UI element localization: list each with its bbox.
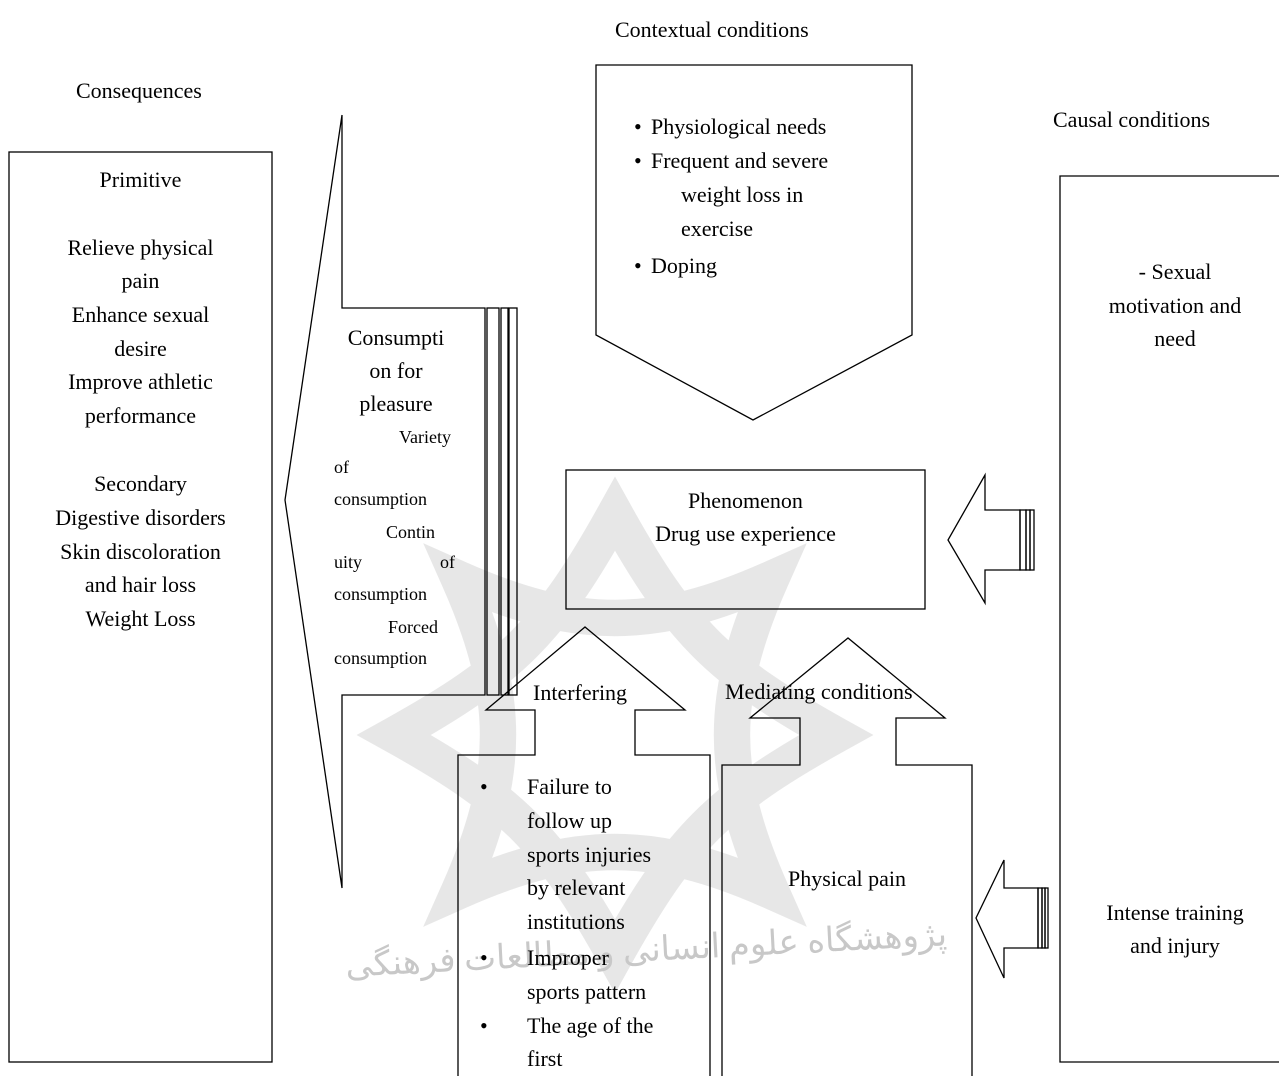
primitive-title: Primitive [99,167,182,192]
primitive-line-1: Relieve physical [67,235,214,260]
contextual-item-3: Doping [651,253,717,278]
bullet-icon: • [480,1013,488,1038]
phenomenon-title: Phenomenon [688,488,803,513]
variety-line-3: consumption [334,489,427,509]
primitive-line-6: performance [84,403,197,428]
bullet-icon: • [634,148,642,173]
mediating-body: Physical pain [788,866,906,891]
interfering-label: Interfering [533,680,628,705]
causal-arrow-upper-bar-3 [1029,509,1035,571]
interfering-item-2-line-2: sports pattern [527,979,647,1004]
causal-bottom-line-2: and injury [1130,933,1220,958]
bullet-icon: • [634,114,642,139]
interfering-item-1-line-3: sports injuries [527,842,652,867]
interfering-item-1-line-2: follow up [527,808,612,833]
primitive-line-5: Improve athletic [68,369,213,394]
contextual-box [595,64,913,421]
bullet-icon: • [480,774,488,799]
strategies-title-1: Consumpti [347,325,445,350]
strategies-arrow [284,114,486,889]
mediating-label: Mediating conditions [725,679,913,704]
causal-heading: Causal conditions [1053,107,1211,132]
bullet-icon: • [634,253,642,278]
strategies-bar-3 [508,307,518,696]
primitive-line-2: pain [121,268,160,293]
causal-arrow-lower [975,859,1039,979]
consequences-box [8,151,273,1063]
contextual-heading: Contextual conditions [615,17,809,42]
continuity-line-4: consumption [334,584,427,604]
forced-line-1: Forced [388,617,438,637]
interfering-item-3-line-2: first [527,1046,563,1071]
interfering-item-1-line-4: by relevant [527,875,626,900]
variety-line-1: Variety [399,427,451,447]
interfering-item-3-line-1: The age of the [527,1013,654,1038]
phenomenon-subtitle: Drug use experience [655,521,836,546]
mediating-arrow [721,637,973,1076]
secondary-title: Secondary [94,471,187,496]
secondary-line-2: Skin discoloration [60,539,221,564]
contextual-item-2-line-2: weight loss in [681,182,804,207]
strategies-title-3: pleasure [359,391,433,416]
causal-box [1059,175,1279,1063]
causal-top-line-2: motivation and [1108,293,1242,318]
secondary-line-4: Weight Loss [85,606,196,631]
primitive-line-4: desire [114,336,167,361]
secondary-line-1: Digestive disorders [55,505,226,530]
causal-top-line-1: - Sexual [1138,259,1212,284]
interfering-item-1-line-1: Failure to [527,774,612,799]
contextual-item-1: Physiological needs [651,114,827,139]
consequences-heading: Consequences [76,78,202,103]
causal-arrow-lower-bar-3 [1044,887,1049,949]
strategies-title-2: on for [369,358,423,383]
contextual-item-2-line-3: exercise [681,216,754,241]
interfering-arrow [457,626,711,1076]
variety-line-2: of [334,457,349,477]
causal-bottom-line-1: Intense training [1106,900,1244,925]
continuity-line-2: uity [334,552,363,572]
forced-line-2: consumption [334,648,427,668]
contextual-item-2: Frequent and severe [651,148,829,173]
bullet-icon: • [480,945,488,970]
strategies-bar-2 [500,307,509,696]
strategies-bar-1 [486,307,500,696]
secondary-line-3: and hair loss [84,572,197,597]
interfering-item-1-line-5: institutions [527,909,625,934]
continuity-line-3: of [440,552,455,572]
causal-arrow-upper [947,472,1021,606]
causal-arrow-upper-bar-1 [1019,509,1027,571]
causal-top-line-3: need [1154,326,1196,351]
continuity-line-1: Contin [386,522,436,542]
primitive-line-3: Enhance sexual [71,302,210,327]
phenomenon-box [565,469,926,610]
interfering-item-2-line-1: Improper [527,945,609,970]
